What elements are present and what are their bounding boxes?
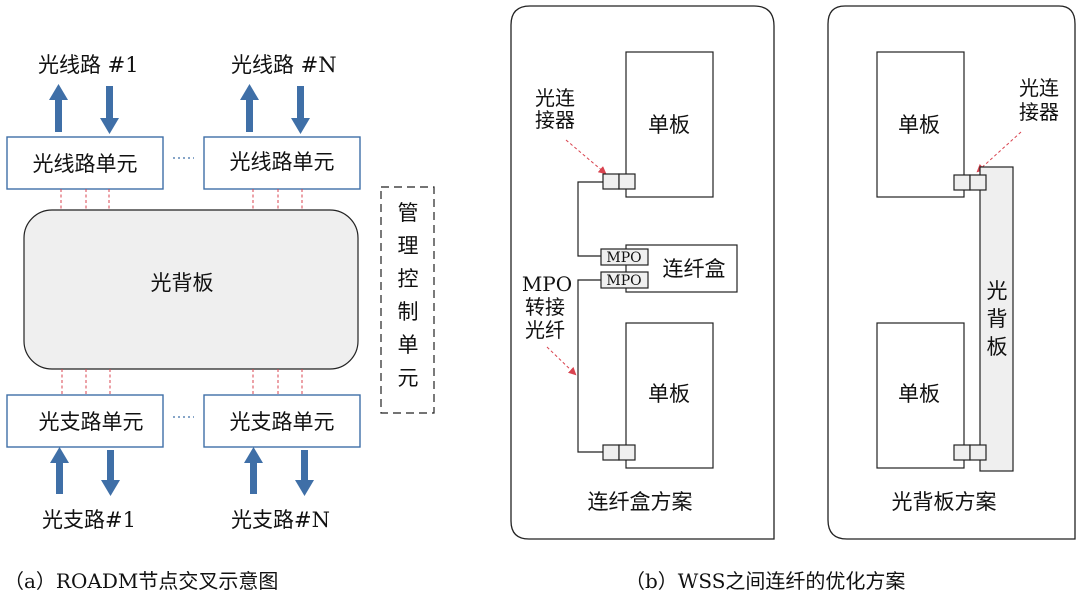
mpo-fiber-label-line3: 光纤 [525, 318, 565, 342]
down-arrow-icon [301, 450, 308, 482]
connector [953, 174, 971, 191]
optical-backplane-label: 光背板 [151, 271, 214, 295]
optical-backplane-strip [979, 166, 1014, 472]
optical-line-1-label: 光线路 #1 [38, 53, 139, 77]
down-arrow-icon [107, 450, 114, 482]
mpo-fiber-pointer-arrow [546, 346, 577, 376]
connector-label-line1: 光连 [535, 86, 575, 110]
fiber-links-bottom [61, 369, 303, 395]
fiber-wire-bottom [577, 279, 603, 453]
board-bottom-label: 单板 [898, 382, 940, 406]
connector [953, 444, 971, 461]
mgmt-char: 控 [398, 267, 419, 291]
fiber-wire-top [577, 181, 603, 257]
roadm-node-diagram: 光线路 #1 光线路 #N 光线路单元 光线路单元 [4, 53, 435, 593]
board-bottom [625, 322, 714, 469]
fiber-box-label: 连纤盒 [663, 257, 726, 281]
connector [969, 174, 987, 191]
mpo-fiber-label-line2: 转接 [525, 295, 565, 319]
board-top-label: 单板 [648, 113, 690, 137]
mgmt-char: 管 [398, 201, 419, 225]
optical-line-unit-n-label: 光线路单元 [230, 150, 335, 174]
mgmt-char: 制 [398, 300, 419, 324]
connector [602, 173, 620, 190]
connector [618, 173, 636, 190]
connector-pointer-arrow [976, 131, 1022, 173]
mgmt-char: 单 [398, 333, 419, 357]
mpo-port-2-label: MPO [606, 273, 641, 289]
caption-b: （b）WSS之间连纤的优化方案 [625, 569, 905, 593]
down-arrow-icon [297, 86, 304, 119]
optical-branch-unit-n-label: 光支路单元 [230, 410, 335, 434]
board-top [625, 51, 714, 198]
up-arrow-icon [56, 462, 63, 494]
branch-n-arrows [244, 447, 314, 496]
board-bottom [876, 322, 965, 469]
optical-branch-unit-n [203, 394, 361, 448]
board-top [876, 51, 965, 198]
mpo-port-1-label: MPO [606, 250, 641, 266]
branch-1-arrows [50, 447, 120, 496]
mgmt-char: 元 [398, 366, 419, 390]
up-arrow-icon [246, 100, 253, 132]
connector-label-line1: 光连 [1019, 76, 1059, 100]
optical-line-unit-1 [6, 136, 164, 190]
optical-line-n-label: 光线路 #N [231, 53, 337, 77]
fiber-box-scheme: 光连 接器 单板 MPO MPO 连纤盒 MPO 转接 光纤 单板 连纤盒方案 [510, 5, 775, 540]
backplane-char: 背 [987, 307, 1008, 331]
optical-branch-unit-1 [6, 394, 164, 448]
caption-a: （a）ROADM节点交叉示意图 [4, 569, 278, 593]
connector-label-line2: 接器 [535, 108, 575, 132]
down-arrow-icon [106, 86, 113, 119]
up-arrow-icon [250, 462, 257, 494]
optical-line-unit-n [203, 136, 361, 190]
optical-branch-1-label: 光支路#1 [42, 508, 136, 532]
scheme-b-title: 光背板方案 [892, 490, 997, 514]
mpo-fiber-label-line1: MPO [522, 272, 572, 296]
connector-label-line2: 接器 [1019, 100, 1059, 124]
management-control-unit [380, 186, 435, 414]
connector [969, 444, 987, 461]
board-bottom-label: 单板 [648, 382, 690, 406]
connector [618, 444, 636, 461]
optical-branch-n-label: 光支路#N [231, 508, 330, 532]
optical-branch-unit-1-label: 光支路单元 [39, 410, 144, 434]
backplane-char: 光 [987, 279, 1008, 303]
optical-backplane [23, 209, 359, 370]
scheme-a-title: 连纤盒方案 [588, 490, 693, 514]
backplane-char: 板 [987, 335, 1008, 359]
backplane-scheme: 光连 接器 单板 光 背 板 单板 光背板方案 [827, 5, 1076, 540]
line-1-arrows [49, 84, 119, 134]
mgmt-char: 理 [398, 234, 419, 258]
line-n-arrows [240, 84, 310, 134]
board-top-label: 单板 [898, 113, 940, 137]
optical-line-unit-1-label: 光线路单元 [33, 152, 138, 176]
mpo-port-1 [600, 248, 649, 266]
connector [602, 444, 620, 461]
fiber-links-top [60, 189, 303, 211]
up-arrow-icon [55, 100, 62, 132]
